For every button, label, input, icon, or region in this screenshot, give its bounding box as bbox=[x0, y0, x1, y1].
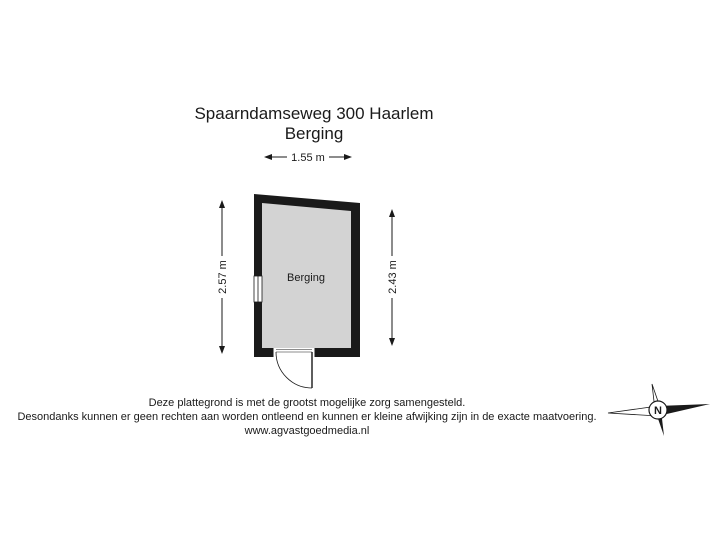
width-dimension-label: 1.55 m bbox=[291, 152, 325, 164]
left-height-dimension: 2.57 m bbox=[215, 200, 229, 354]
page-subtitle-floor: Berging bbox=[284, 124, 344, 143]
width-dimension: 1.55 m bbox=[264, 150, 352, 164]
website-link[interactable]: www.agvastgoedmedia.nl bbox=[244, 425, 370, 437]
right-height-dimension: 2.43 m bbox=[385, 209, 399, 346]
window-left bbox=[253, 275, 263, 303]
room-label: Berging bbox=[287, 272, 325, 284]
room-floor bbox=[262, 203, 351, 348]
disclaimer-line-2: Desondanks kunnen er geen rechten aan wo… bbox=[17, 411, 597, 423]
compass-letter: N bbox=[654, 405, 662, 417]
page-title-address: Spaarndamseweg 300 Haarlem bbox=[194, 104, 434, 123]
disclaimer-line-1: Deze plattegrond is met de grootst mogel… bbox=[148, 397, 466, 409]
left-height-label: 2.57 m bbox=[217, 260, 229, 294]
door bbox=[272, 348, 316, 389]
right-height-label: 2.43 m bbox=[387, 260, 399, 294]
